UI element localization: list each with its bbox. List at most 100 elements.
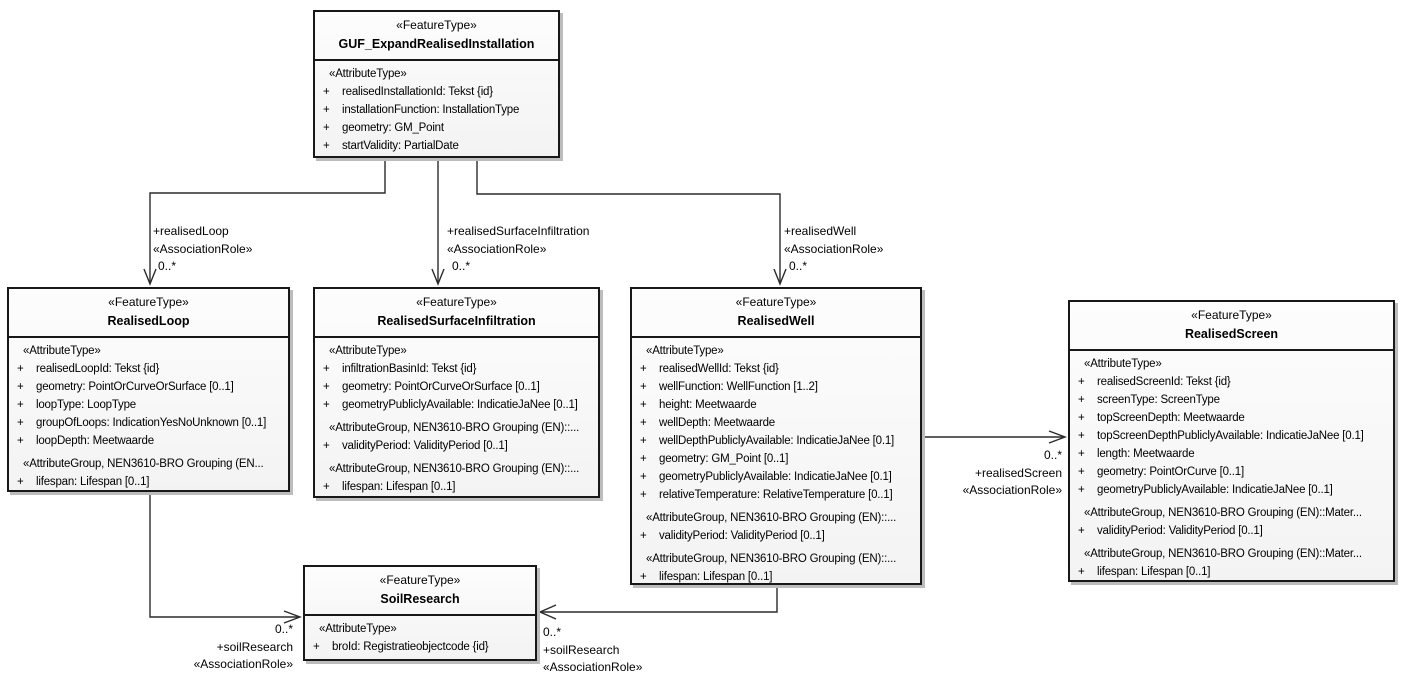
open-arrowhead-right-icon: [283, 610, 302, 624]
attribute-text: validityPeriod: ValidityPeriod [0..1]: [342, 440, 508, 452]
assoc-role: +soilResearch: [543, 642, 620, 657]
visibility-marker: +: [323, 440, 330, 452]
attribute-text: lifespan: Lifespan [0..1]: [342, 481, 456, 493]
attribute-row: +topScreenDepthPubliclyAvailable: Indica…: [1075, 427, 1392, 445]
attribute-text: geometryPubliclyAvailable: IndicatieJaNe…: [659, 471, 892, 483]
attribute-text: topScreenDepth: Meetwaarde: [1097, 412, 1245, 424]
open-arrowhead-down-icon: [431, 268, 445, 286]
visibility-marker: +: [640, 381, 647, 393]
attribute-row: +wellDepth: Meetwaarde: [637, 414, 919, 432]
attribute-group-stereotype: «AttributeType»: [646, 345, 724, 357]
class-stereotype: «FeatureType»: [108, 295, 189, 309]
attribute-group-stereotype: «AttributeType»: [1084, 358, 1162, 370]
class-box-realisedscreen[interactable]: «FeatureType» RealisedScreen «AttributeT…: [1068, 300, 1395, 582]
attribute-row: + length: Meetwaarde: [1075, 445, 1392, 463]
assoc-label-realisedwell: +realisedWell «AssociationRole» 0..*: [784, 223, 883, 276]
assoc-label-realisedsurfaceinfiltration: +realisedSurfaceInfiltration «Associatio…: [447, 223, 589, 276]
assoc-multiplicity: 0..*: [789, 259, 808, 273]
attribute-text: lifespan: Lifespan [0..1]: [36, 476, 150, 488]
attribute-text: loopType: LoopType: [36, 399, 136, 411]
visibility-marker: +: [1078, 484, 1085, 496]
attribute-row: + lifespan: Lifespan [0..1]: [14, 473, 287, 491]
attribute-text: geometry: PointOrCurve [0..1]: [1097, 466, 1244, 478]
attribute-text: realisedScreenId: Tekst {id}: [1097, 376, 1231, 388]
visibility-marker: +: [17, 381, 24, 393]
attribute-text: height: Meetwaarde: [659, 399, 757, 411]
attribute-row: + lifespan: Lifespan [0..1]: [320, 478, 597, 496]
connector-realisedscreen[interactable]: [922, 430, 1067, 444]
attribute-row: + realisedInstallationId: Tekst {id}: [320, 83, 557, 101]
class-box-realisedwell[interactable]: «FeatureType» RealisedWell «AttributeTyp…: [630, 287, 922, 585]
attribute-row: +lifespan: Lifespan [0..1]: [637, 568, 919, 586]
class-box-realisedsurfaceinfiltration[interactable]: «FeatureType» RealisedSurfaceInfiltratio…: [313, 287, 600, 498]
attributes-compartment: «AttributeType» +realisedWellId: Tekst {i…: [632, 338, 920, 586]
visibility-marker: +: [640, 417, 647, 429]
assoc-role: +realisedSurfaceInfiltration: [447, 224, 590, 238]
class-name: RealisedLoop: [107, 314, 190, 328]
class-name: RealisedSurfaceInfiltration: [377, 314, 536, 328]
attribute-text: startValidity: PartialDate: [342, 140, 459, 152]
assoc-stereotype: «AssociationRole»: [153, 241, 253, 256]
class-box-soilresearch[interactable]: «FeatureType» SoilResearch «AttributeTyp…: [303, 565, 537, 661]
visibility-marker: +: [1078, 448, 1085, 460]
class-box-guf-expandrealisedinstallation[interactable]: «FeatureType» GUF_ExpandRealisedInstalla…: [313, 10, 560, 158]
attribute-row: +geometry: GM_Point: [320, 119, 557, 137]
attribute-row: + wellFunction: WellFunction [1..2]: [637, 378, 919, 396]
visibility-marker: +: [323, 86, 330, 98]
attribute-text: wellFunction: WellFunction [1..2]: [659, 381, 818, 393]
assoc-stereotype: «AssociationRole»: [447, 241, 547, 256]
attribute-row: +validityPeriod: ValidityPeriod [0..1]: [637, 527, 919, 545]
attribute-text: realisedLoopId: Tekst {id}: [36, 363, 160, 375]
visibility-marker: +: [1078, 466, 1085, 478]
attribute-text: geometry: GM_Point [0..1]: [659, 453, 789, 465]
visibility-marker: +: [17, 476, 24, 488]
visibility-marker: +: [313, 641, 320, 653]
attribute-row: + validityPeriod: ValidityPeriod [0..1]: [320, 437, 597, 455]
class-name: RealisedWell: [737, 314, 815, 328]
attribute-row: +lifespan: Lifespan [0..1]: [1075, 563, 1392, 581]
assoc-stereotype: «AssociationRole»: [784, 241, 884, 256]
connector-realisedloop[interactable]: [143, 158, 386, 286]
assoc-role: +soilResearch: [216, 639, 293, 654]
connector-realisedwell[interactable]: [476, 158, 787, 286]
attribute-text: groupOfLoops: IndicationYesNoUnknown [0.…: [36, 417, 267, 429]
open-arrowhead-down-icon: [143, 268, 157, 286]
visibility-marker: +: [640, 453, 647, 465]
attribute-row: + geometry: GM_Point [0..1]: [637, 450, 919, 468]
visibility-marker: +: [17, 435, 24, 447]
assoc-multiplicity: 0..*: [543, 625, 562, 639]
visibility-marker: +: [1078, 566, 1085, 578]
class-header: «FeatureType» SoilResearch: [305, 567, 535, 616]
attribute-row: +realisedWellId: Tekst {id}: [637, 360, 919, 378]
class-header: «FeatureType» GUF_ExpandRealisedInstalla…: [315, 12, 558, 61]
attribute-text: length: Meetwaarde: [1097, 448, 1195, 460]
attribute-text: realisedInstallationId: Tekst {id}: [342, 86, 493, 98]
attribute-text: loopDepth: Meetwaarde: [36, 435, 154, 447]
visibility-marker: +: [640, 363, 647, 375]
visibility-marker: +: [323, 481, 330, 493]
connector-realisedsurfaceinfiltration[interactable]: [431, 158, 445, 286]
assoc-multiplicity: 0..*: [1043, 448, 1062, 462]
class-stereotype: «FeatureType»: [416, 295, 497, 309]
visibility-marker: +: [640, 399, 647, 411]
visibility-marker: +: [323, 363, 330, 375]
attributes-compartment: «AttributeType»+realisedLoopId: Tekst {i…: [9, 338, 288, 491]
assoc-role: +realisedScreen: [974, 465, 1062, 480]
connector-soilresearch-from-realisedloop[interactable]: [149, 492, 302, 624]
class-header: «FeatureType» RealisedSurfaceInfiltratio…: [315, 289, 598, 338]
assoc-role: +realisedLoop: [153, 224, 229, 238]
assoc-label-realisedscreen: 0..* +realisedScreen «AssociationRole»: [920, 447, 1062, 500]
class-header: «FeatureType» RealisedWell: [632, 289, 920, 338]
attribute-row: +loopType: LoopType: [14, 396, 287, 414]
class-box-realisedloop[interactable]: «FeatureType» RealisedLoop «AttributeTyp…: [7, 287, 290, 492]
attribute-row: + height: Meetwaarde: [637, 396, 919, 414]
attribute-text: validityPeriod: ValidityPeriod [0..1]: [1097, 525, 1263, 537]
attribute-row: +screenType: ScreenType: [1075, 391, 1392, 409]
attribute-row: +startValidity: PartialDate: [320, 137, 557, 155]
assoc-label-realisedloop: +realisedLoop «AssociationRole» 0..*: [153, 223, 252, 276]
attribute-row: +groupOfLoops: IndicationYesNoUnknown [0…: [14, 414, 287, 432]
attribute-text: geometry: PointOrCurveOrSurface [0..1]: [342, 381, 540, 393]
connector-soilresearch-from-realisedwell[interactable]: [538, 585, 778, 620]
visibility-marker: +: [1078, 525, 1085, 537]
attributes-compartment: «AttributeType»+broId: Registratieobject…: [305, 616, 535, 656]
